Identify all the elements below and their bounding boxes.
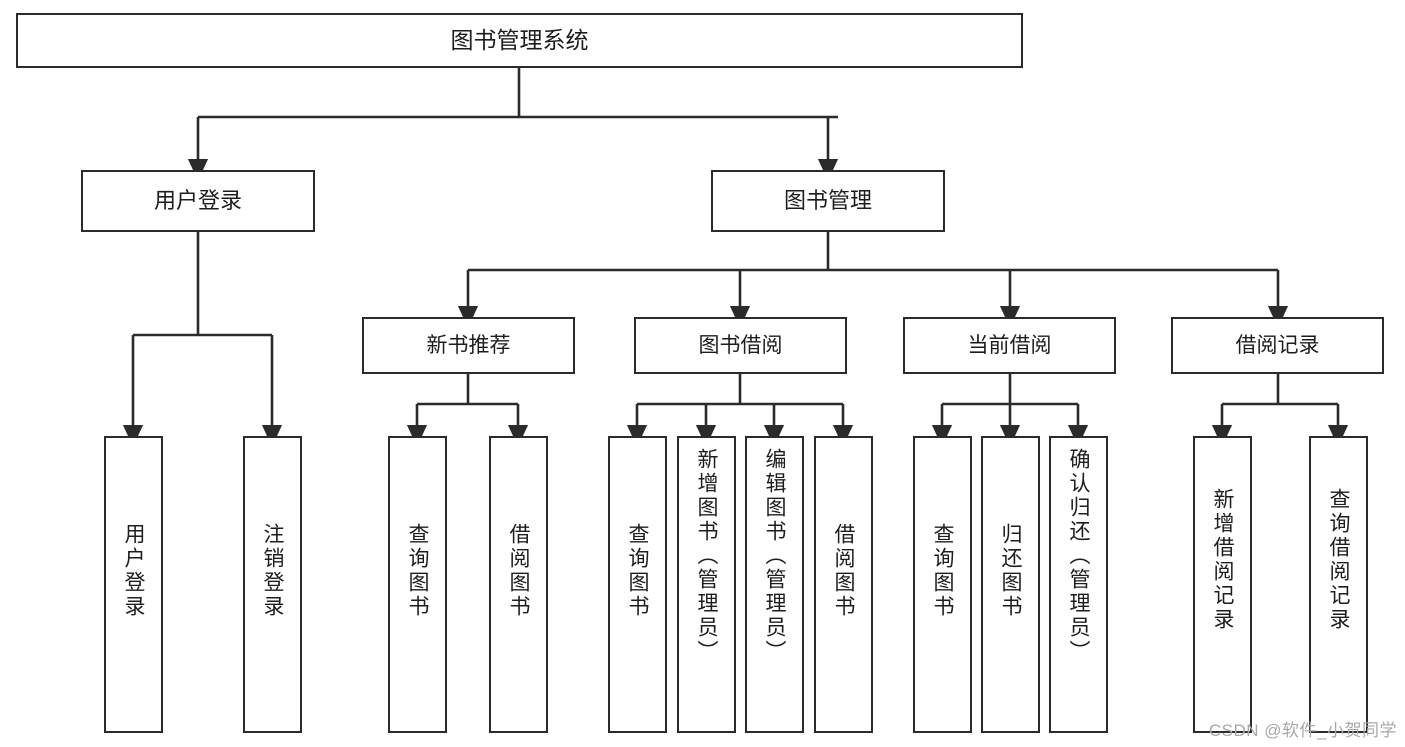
node-root-label: 图书管理系统 [450, 26, 589, 53]
node-leaf-borrow-book-1-label: 借阅图书 [507, 523, 530, 619]
node-user-login-label: 用户登录 [153, 187, 242, 213]
node-leaf-user-login[interactable]: 用户登录 [104, 436, 163, 733]
node-leaf-confirm-return[interactable]: 确认归还（管理员） [1049, 436, 1108, 733]
node-leaf-borrow-book-2-label: 借阅图书 [832, 523, 855, 619]
node-leaf-logout-label: 注销登录 [261, 523, 284, 619]
node-leaf-confirm-return-label: 确认归还（管理员） [1067, 448, 1090, 664]
node-leaf-user-login-label: 用户登录 [122, 523, 145, 619]
node-leaf-query-record-label: 查询借阅记录 [1327, 488, 1350, 632]
node-leaf-query-book-1-label: 查询图书 [406, 523, 429, 619]
node-leaf-return-book[interactable]: 归还图书 [981, 436, 1040, 733]
node-borrow-record[interactable]: 借阅记录 [1171, 317, 1384, 374]
node-new-book-recommend[interactable]: 新书推荐 [362, 317, 575, 374]
node-current-borrow[interactable]: 当前借阅 [903, 317, 1116, 374]
node-leaf-add-record[interactable]: 新增借阅记录 [1193, 436, 1252, 733]
node-leaf-query-book-3-label: 查询图书 [931, 523, 954, 619]
node-current-borrow-label: 当前借阅 [967, 333, 1052, 357]
node-leaf-query-book-2-label: 查询图书 [626, 523, 649, 619]
node-borrow-record-label: 借阅记录 [1235, 333, 1320, 357]
node-book-management-label: 图书管理 [783, 187, 872, 213]
node-user-login[interactable]: 用户登录 [81, 170, 315, 232]
node-leaf-edit-book-label: 编辑图书（管理员） [763, 448, 786, 664]
node-leaf-edit-book[interactable]: 编辑图书（管理员） [745, 436, 804, 733]
node-leaf-add-record-label: 新增借阅记录 [1211, 488, 1234, 632]
node-new-book-recommend-label: 新书推荐 [426, 333, 511, 357]
node-leaf-return-book-label: 归还图书 [999, 523, 1022, 619]
node-book-borrow[interactable]: 图书借阅 [634, 317, 847, 374]
node-leaf-query-book-3[interactable]: 查询图书 [913, 436, 972, 733]
node-leaf-add-book[interactable]: 新增图书（管理员） [677, 436, 736, 733]
node-leaf-add-book-label: 新增图书（管理员） [695, 448, 718, 664]
node-leaf-query-book-1[interactable]: 查询图书 [388, 436, 447, 733]
node-book-borrow-label: 图书借阅 [698, 333, 783, 357]
node-leaf-query-record[interactable]: 查询借阅记录 [1309, 436, 1368, 733]
node-leaf-query-book-2[interactable]: 查询图书 [608, 436, 667, 733]
node-leaf-logout[interactable]: 注销登录 [243, 436, 302, 733]
node-book-management[interactable]: 图书管理 [711, 170, 945, 232]
watermark-text: CSDN @软件_小贺同学 [1208, 721, 1397, 740]
node-root[interactable]: 图书管理系统 [16, 13, 1023, 68]
node-leaf-borrow-book-2[interactable]: 借阅图书 [814, 436, 873, 733]
node-leaf-borrow-book-1[interactable]: 借阅图书 [489, 436, 548, 733]
